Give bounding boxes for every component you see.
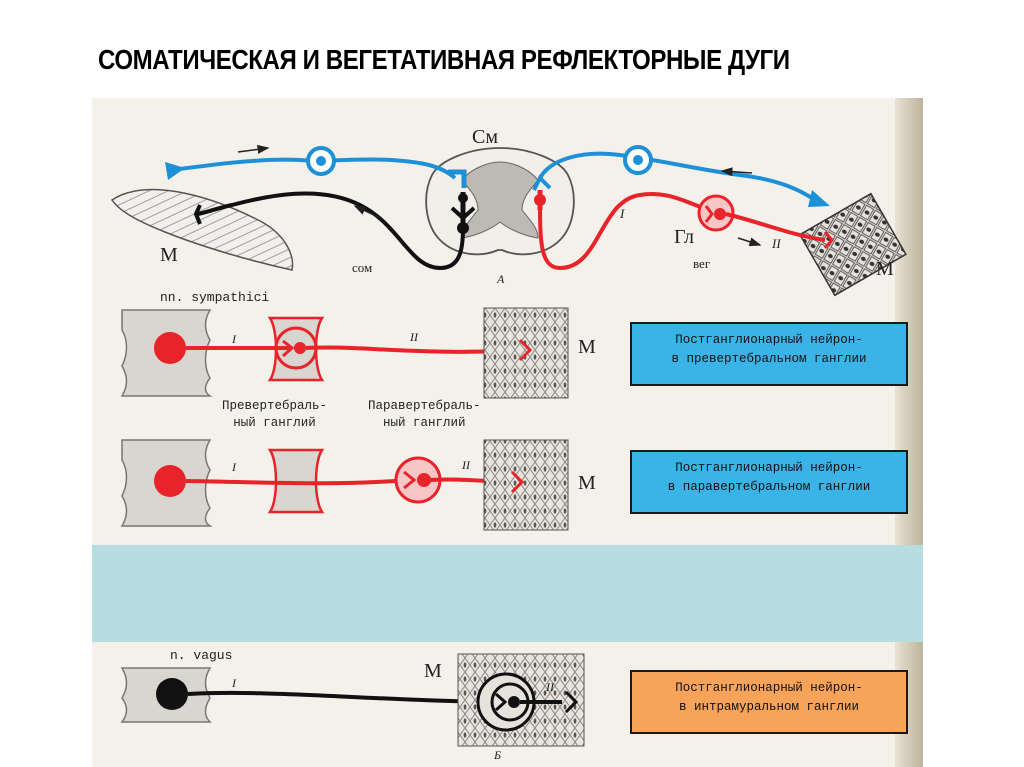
info-box-prevertebral: Постганглионарный нейрон- в превертебрал… [630,322,908,386]
info-box-paravertebral: Постганглионарный нейрон- в паравертебра… [630,450,908,514]
label-roman-2-top: II [772,236,781,251]
skeletal-muscle-left [110,188,294,271]
info-box-intramural: Постганглионарный нейрон- в интрамуральн… [630,670,908,734]
label-roman-2-row2: II [462,458,470,472]
label-nerve-sympathici: nn. sympathici [160,290,270,305]
label-prevertebral: Превертебраль- ный ганглий [222,399,328,430]
vegetative-postganglionic [725,212,826,242]
label-roman-2-row3: II [546,680,554,694]
row2-diagram [120,439,569,531]
somatic-motor-neuron [197,191,465,271]
label-b: Б [494,748,502,762]
label-roman-2-row1: II [410,330,418,344]
sensory-neuron-right [538,151,817,202]
vegetative-preganglionic [538,192,711,271]
label-a: А [497,272,505,286]
label-roman-1-top: I [620,206,625,221]
label-m-left: М [160,244,178,266]
row1-diagram [120,307,569,399]
label-veg: вег [693,256,711,271]
label-roman-1-row1: I [232,332,236,346]
label-paravertebral: Паравертебраль- ный ганглий [368,399,481,430]
highlight-band [92,545,923,642]
page-edge [895,98,923,767]
label-m-right: М [876,258,894,280]
label-cm: См [472,126,498,148]
label-roman-1-row3: I [232,676,236,690]
label-nerve-vagus: n. vagus [170,648,233,663]
slide-title: СОМАТИЧЕСКАЯ И ВЕГЕТАТИВНАЯ РЕФЛЕКТОРНЫЕ… [98,44,790,75]
row3-diagram [120,653,585,747]
label-gl: Гл [674,226,695,248]
label-roman-1-row2: I [232,460,236,474]
muscle-right [798,192,907,297]
label-som: сом [352,260,373,275]
label-m-row1: М [578,336,596,358]
label-m-row3: М [424,660,442,682]
label-m-row2: М [578,472,596,494]
